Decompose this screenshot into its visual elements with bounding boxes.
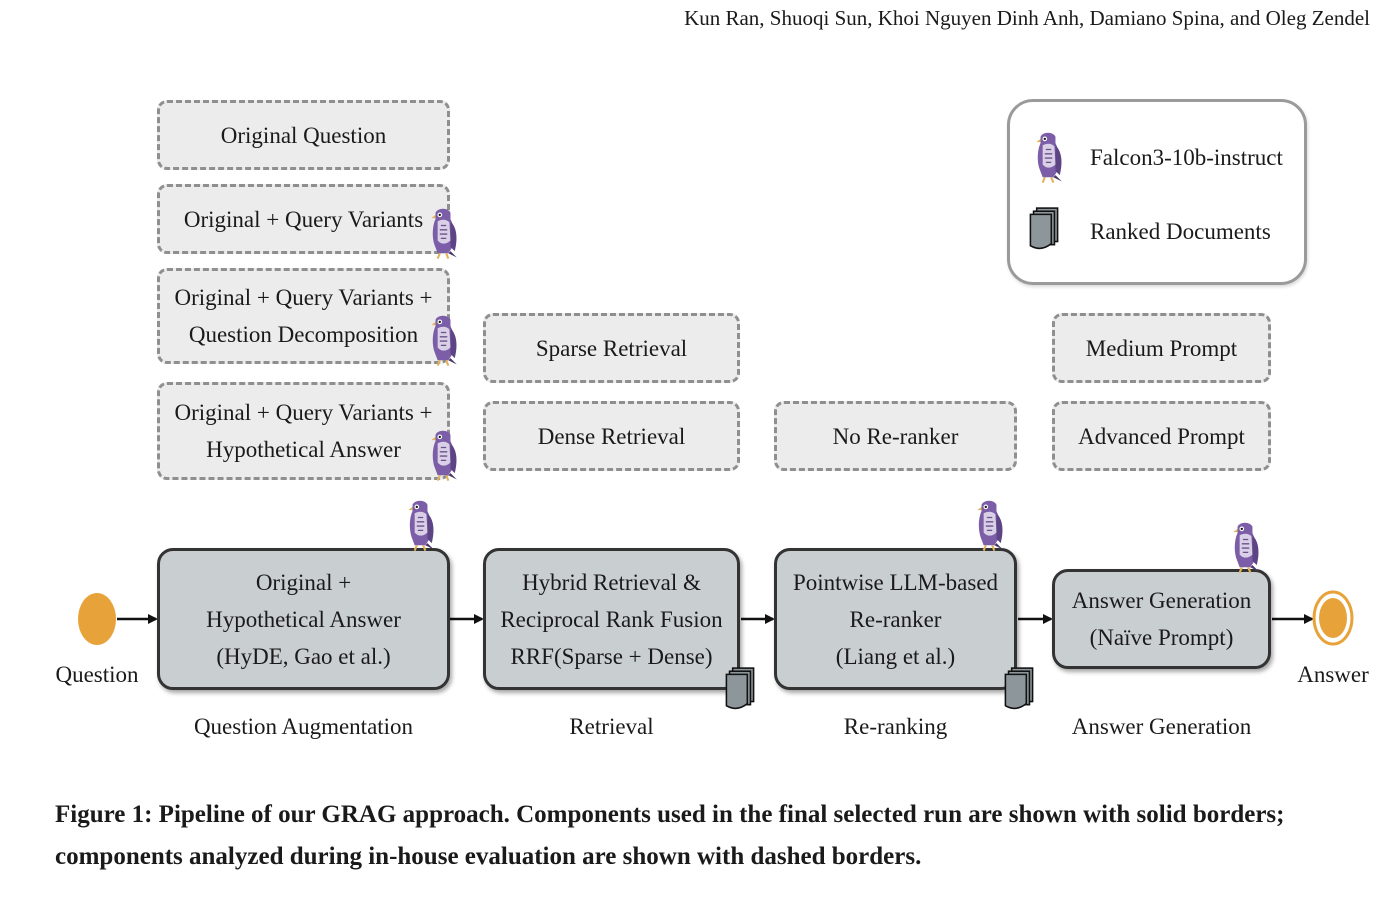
alt-line: Original + Query Variants + bbox=[174, 400, 433, 425]
question-node bbox=[78, 593, 116, 645]
author-line: Kun Ran, Shuoqi Sun, Khoi Nguyen Dinh An… bbox=[684, 6, 1370, 30]
stage-label-reranking: Re-ranking bbox=[843, 714, 948, 739]
stage-line: Reciprocal Rank Fusion bbox=[500, 606, 723, 632]
stage-answer-generation: Answer Generation (Naïve Prompt) bbox=[1052, 569, 1271, 669]
alt-original-question: Original Question bbox=[157, 100, 450, 170]
alt-line: Original Question bbox=[220, 122, 387, 148]
stage-line: Answer Generation bbox=[1071, 588, 1252, 613]
legend: Falcon3-10b-instruct Ranked Documents bbox=[1007, 99, 1307, 285]
stage-line: Hypothetical Answer bbox=[206, 606, 401, 632]
alt-advanced-prompt: Advanced Prompt bbox=[1052, 401, 1271, 471]
stage-label-retrieval: Retrieval bbox=[569, 714, 654, 739]
alt-line: Question Decomposition bbox=[188, 322, 419, 347]
documents-icon bbox=[725, 667, 755, 710]
figure-caption: Figure 1: Pipeline of our GRAG approach.… bbox=[55, 801, 1285, 870]
alt-dense-retrieval: Dense Retrieval bbox=[483, 401, 740, 471]
alt-query-variants-decomposition: Original + Query Variants + Question Dec… bbox=[157, 268, 450, 364]
alt-query-variants: Original + Query Variants bbox=[157, 184, 450, 254]
stage-line: Re-ranker bbox=[849, 606, 942, 632]
falcon-icon bbox=[408, 500, 434, 551]
documents-icon bbox=[1004, 667, 1034, 710]
alt-sparse-retrieval: Sparse Retrieval bbox=[483, 313, 740, 383]
answer-node-ring bbox=[1312, 590, 1354, 646]
stage-line: Original + bbox=[255, 569, 352, 595]
alt-medium-prompt: Medium Prompt bbox=[1052, 313, 1271, 383]
stage-line: (Liang et al.) bbox=[835, 643, 956, 669]
legend-row-docs: Ranked Documents bbox=[1010, 202, 1304, 262]
question-label: Question bbox=[55, 662, 139, 687]
alt-line: Original + Query Variants + bbox=[174, 285, 433, 310]
alt-line: Medium Prompt bbox=[1085, 335, 1238, 361]
stage-label-augmentation: Question Augmentation bbox=[193, 714, 414, 739]
falcon-icon bbox=[977, 500, 1003, 551]
alt-line: No Re-ranker bbox=[832, 423, 959, 449]
stage-line: Pointwise LLM-based bbox=[792, 569, 999, 595]
falcon-icon bbox=[1036, 132, 1062, 183]
stage-label-generation: Answer Generation bbox=[1071, 714, 1252, 739]
answer-node bbox=[1319, 598, 1347, 638]
stage-line: (HyDE, Gao et al.) bbox=[216, 643, 391, 669]
stage-line: Hybrid Retrieval & bbox=[522, 569, 701, 595]
stage-reranking: Pointwise LLM-based Re-ranker (Liang et … bbox=[774, 548, 1017, 690]
alt-line: Original + Query Variants bbox=[183, 206, 424, 232]
legend-llm-label: Falcon3-10b-instruct bbox=[1090, 145, 1283, 170]
documents-icon bbox=[1029, 207, 1059, 250]
alt-line: Sparse Retrieval bbox=[535, 335, 688, 361]
answer-label: Answer bbox=[1297, 662, 1369, 687]
stage-retrieval: Hybrid Retrieval & Reciprocal Rank Fusio… bbox=[483, 548, 740, 690]
legend-docs-label: Ranked Documents bbox=[1090, 219, 1271, 244]
alt-no-reranker: No Re-ranker bbox=[774, 401, 1017, 471]
falcon-icon bbox=[431, 208, 457, 259]
falcon-icon bbox=[1233, 522, 1259, 573]
stage-line: (Naïve Prompt) bbox=[1089, 625, 1234, 650]
falcon-icon bbox=[431, 430, 457, 481]
legend-row-llm: Falcon3-10b-instruct bbox=[1010, 128, 1304, 188]
alt-line: Advanced Prompt bbox=[1078, 423, 1245, 449]
stage-question-augmentation: Original + Hypothetical Answer (HyDE, Ga… bbox=[157, 548, 450, 690]
alt-query-variants-hypothetical: Original + Query Variants + Hypothetical… bbox=[157, 382, 450, 480]
falcon-icon bbox=[431, 315, 457, 366]
alt-line: Dense Retrieval bbox=[537, 423, 686, 449]
stage-line: RRF(Sparse + Dense) bbox=[510, 643, 713, 669]
alt-line: Hypothetical Answer bbox=[206, 437, 401, 462]
